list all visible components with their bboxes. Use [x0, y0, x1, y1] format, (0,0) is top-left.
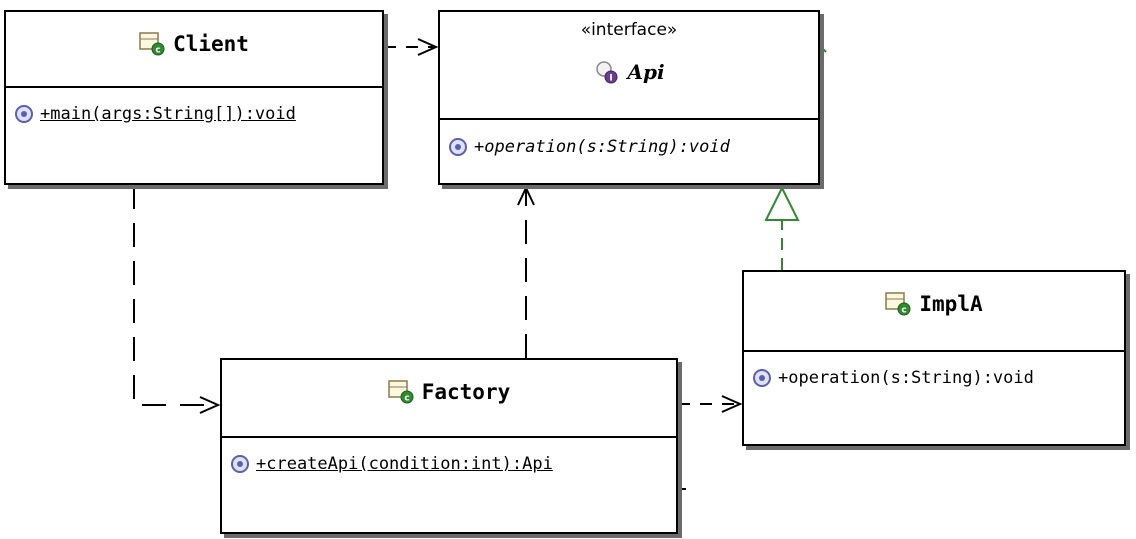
- svg-text:I: I: [610, 74, 613, 84]
- impla-class[interactable]: c ImplA +operation(s:String):void: [742, 270, 1126, 446]
- class-icon: c: [885, 292, 911, 316]
- interface-icon: I: [596, 61, 618, 84]
- factory-class-name: Factory: [421, 380, 511, 404]
- factory-class[interactable]: c Factory +createApi(condition:int):Api: [220, 358, 678, 534]
- factory-create-api-operation: +createApi(condition:int):Api: [256, 454, 553, 474]
- client-api-dependency: [384, 38, 439, 56]
- impla-class-header: c ImplA: [744, 272, 1124, 352]
- api-interface-header: «interface» I Api: [440, 12, 818, 120]
- client-class-name: Client: [173, 32, 249, 56]
- impla-class-name: ImplA: [919, 292, 983, 316]
- client-class[interactable]: c Client +main(args:String[]):void: [4, 10, 384, 185]
- svg-text:c: c: [155, 46, 160, 56]
- public-method-icon: [231, 455, 249, 473]
- client-class-header: c Client: [6, 12, 382, 88]
- public-method-icon: [753, 369, 771, 387]
- client-factory-dependency: [133, 185, 221, 414]
- public-method-icon: [449, 138, 467, 156]
- svg-text:c: c: [902, 306, 907, 316]
- factory-api-dependency: [517, 185, 535, 358]
- impla-api-realization: [764, 47, 827, 270]
- class-icon: c: [139, 32, 165, 56]
- impla-operation: +operation(s:String):void: [778, 368, 1034, 388]
- factory-impla-dependency: [678, 395, 743, 413]
- client-main-operation: +main(args:String[]):void: [40, 104, 296, 124]
- api-operation: +operation(s:String):void: [474, 137, 730, 157]
- api-interface[interactable]: «interface» I Api +operation(s:String):v…: [438, 10, 820, 185]
- svg-text:c: c: [404, 394, 409, 404]
- public-method-icon: [15, 105, 33, 123]
- api-stereotype: «interface»: [580, 20, 678, 40]
- api-interface-name: Api: [627, 60, 665, 84]
- class-icon: c: [387, 380, 414, 404]
- factory-class-header: c Factory: [222, 360, 676, 438]
